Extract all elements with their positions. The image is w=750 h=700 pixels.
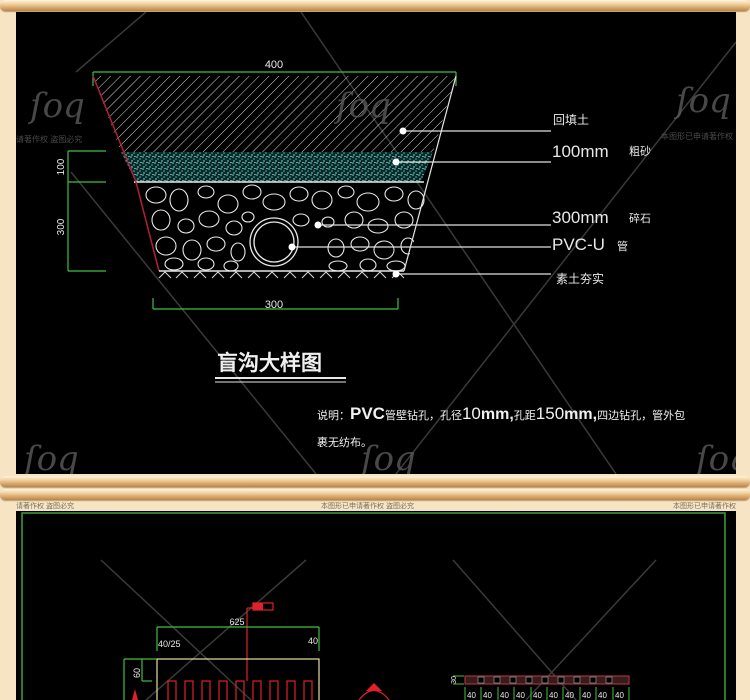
compacted-soil-hatch xyxy=(158,271,405,279)
drawing-title: 盲沟大样图 xyxy=(217,351,322,375)
note-line-2: 裹无纺布。 xyxy=(317,435,372,449)
strip-dim-7: 40 xyxy=(565,691,574,700)
middle-scroll-rod-lower xyxy=(0,489,750,500)
dim-label-40-right: 40 xyxy=(308,636,318,646)
leader-lines xyxy=(292,130,551,275)
strip-dim-8: 40 xyxy=(582,691,591,700)
blind-ditch-section-drawing: 400 xyxy=(16,12,736,474)
gravel-layer xyxy=(145,184,425,271)
dim-label-400: 400 xyxy=(265,59,283,71)
label-sand-name: 粗砂 xyxy=(629,145,651,158)
dim-label-625: 625 xyxy=(229,617,244,627)
svg-text:ſoq: ſoq xyxy=(358,439,416,474)
dimension-left xyxy=(67,150,106,272)
section-arrow-right xyxy=(366,683,382,691)
label-pipe-name: 管 xyxy=(617,239,628,253)
label-gravel-value: 300mm xyxy=(552,208,609,227)
drawing-panel-top: 400 xyxy=(16,12,736,474)
dim-label-30: 30 xyxy=(451,676,458,684)
top-scroll-rod xyxy=(0,0,750,11)
svg-text:ſoq: ſoq xyxy=(333,86,391,126)
svg-text:ſoq: ſoq xyxy=(27,86,85,126)
strip-dim-4: 40 xyxy=(516,691,525,700)
grate-outline xyxy=(156,658,320,700)
dim-label-100: 100 xyxy=(56,158,67,175)
label-base: 素土夯实 xyxy=(556,271,604,286)
dimension-bottom-300 xyxy=(152,298,399,310)
coarse-sand-layer xyxy=(121,152,433,182)
dim-label-40-25: 40/25 xyxy=(158,639,181,649)
label-backfill: 回填土 xyxy=(553,113,589,127)
strip-dimension-ticks xyxy=(464,687,630,700)
dim-label-300-vertical: 300 xyxy=(56,218,67,235)
watermark-strip-center: 本图形已申请著作权 盗图必究 xyxy=(321,503,414,510)
strip-dim-6: 40 xyxy=(549,691,558,700)
svg-text:ſoq: ſoq xyxy=(21,439,79,474)
drawing-panel-bottom: 625 40/25 40 60 xyxy=(16,511,736,700)
watermark-text-right: 本图形已申请著作权 xyxy=(661,131,733,141)
svg-text:ſoq: ſoq xyxy=(693,439,736,474)
label-gravel-name: 碎石 xyxy=(629,211,651,225)
dimension-625 xyxy=(156,626,320,651)
backfill-soil-layer xyxy=(93,76,456,152)
section-arrow-left xyxy=(132,689,138,700)
watermark-logos: ſoq ſoq ſoq ſoq ſoq ſoq xyxy=(21,81,736,474)
dimension-top-400 xyxy=(92,71,457,86)
grate-slots xyxy=(167,680,313,700)
dim-label-300-bottom: 300 xyxy=(265,299,283,311)
dim-label-60: 60 xyxy=(132,668,142,678)
note-line-1: 说明：PVC管壁钻孔，孔径10mm,孔距150mm,四边钻孔，管外包 xyxy=(317,404,685,423)
drawing-border xyxy=(21,512,726,700)
strip-dim-9: 40 xyxy=(598,691,607,700)
dimension-60 xyxy=(123,658,157,700)
strip-detail: 30 40 40 40 40 40 40 40 40 xyxy=(451,675,630,700)
watermark-text-left: 请著作权 盗图必究 xyxy=(16,134,82,144)
label-sand-value: 100mm xyxy=(552,142,609,161)
watermark-strip: 请著作权 盗图必究 本图形已申请著作权 盗图必究 本图形已申请著作权 xyxy=(16,501,736,511)
grate-detail-drawing: 625 40/25 40 60 xyxy=(21,512,726,700)
strip-dim-10: 40 xyxy=(615,691,624,700)
middle-scroll-rod-upper xyxy=(0,476,750,487)
strip-dim-3: 40 xyxy=(500,691,509,700)
svg-text:ſoq: ſoq xyxy=(673,81,731,121)
label-pipe-value: PVC-U xyxy=(552,235,605,254)
pvc-pipe xyxy=(249,217,299,267)
strip-dim-1: 40 xyxy=(467,691,476,700)
watermark-strip-right: 本图形已申请著作权 xyxy=(673,503,736,510)
leader-dots xyxy=(288,127,407,278)
strip-dim-5: 40 xyxy=(533,691,542,700)
strip-dim-2: 40 xyxy=(483,691,492,700)
watermark-strip-left: 请著作权 盗图必究 xyxy=(16,503,74,510)
